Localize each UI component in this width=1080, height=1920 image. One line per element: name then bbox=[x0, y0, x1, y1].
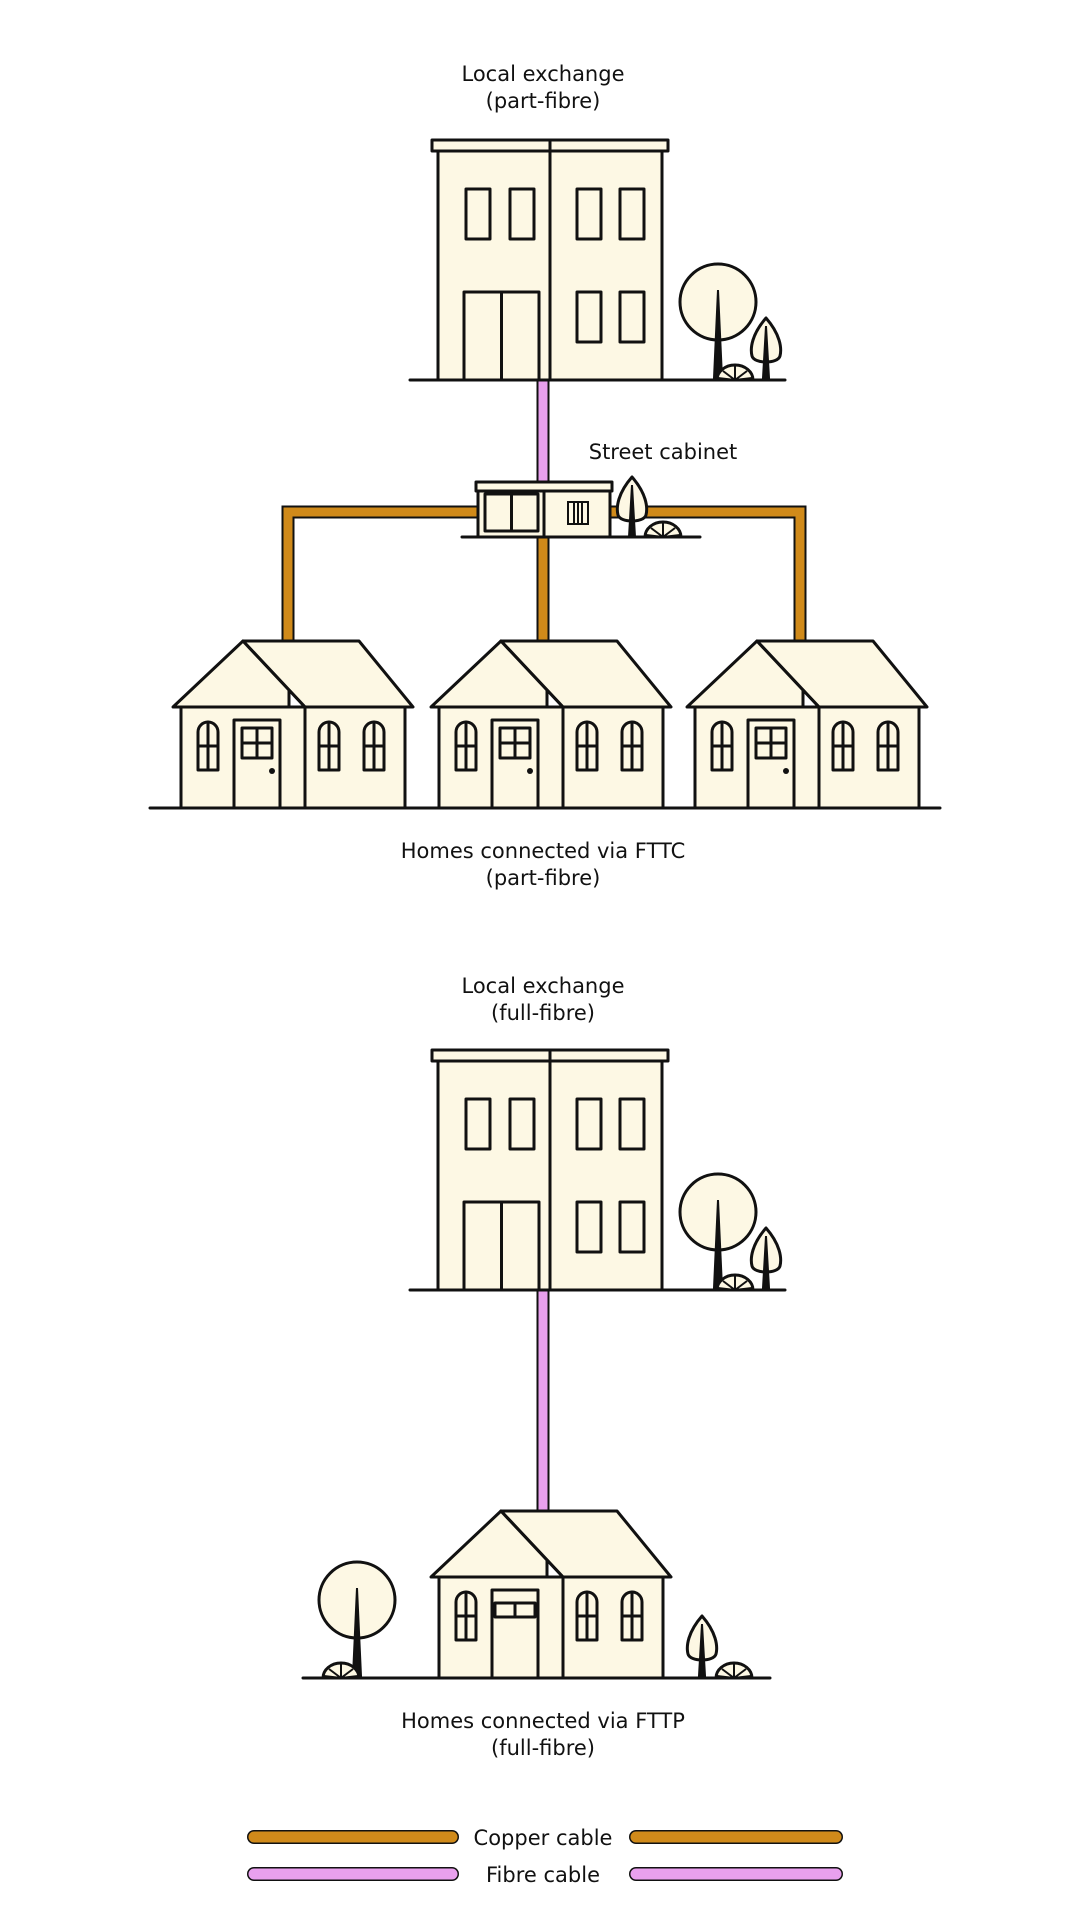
homes-label-fttp-line2: (full-fibre) bbox=[491, 1736, 595, 1760]
exchange-label-full-fibre-line1: Local exchange bbox=[462, 974, 625, 998]
house-icon bbox=[429, 1509, 673, 1680]
tree-icon bbox=[749, 1226, 783, 1290]
tree-icon bbox=[615, 475, 649, 539]
fttp-section: Local exchange (full-fibre) Homes connec… bbox=[301, 974, 787, 1760]
house-icon bbox=[429, 639, 673, 810]
fttc-section: Local exchange (part-fibre) Street cabin… bbox=[148, 62, 942, 890]
tree-icon bbox=[317, 1560, 397, 1678]
bush-icon bbox=[643, 520, 683, 539]
house-icon bbox=[171, 639, 415, 810]
street-cabinet-icon bbox=[460, 480, 702, 539]
house-icon bbox=[685, 639, 929, 810]
tree-icon bbox=[678, 262, 758, 380]
homes-label-fttc-line1: Homes connected via FTTC bbox=[401, 839, 686, 863]
copper-cables-top bbox=[281, 505, 807, 640]
legend-copper-label: Copper cable bbox=[474, 1826, 613, 1850]
legend: Copper cable Fibre cable bbox=[247, 1826, 843, 1887]
bush-icon bbox=[714, 1661, 754, 1680]
exchange-building-icon bbox=[408, 138, 787, 382]
exchange-label-part-fibre-line1: Local exchange bbox=[462, 62, 625, 86]
legend-fibre: Fibre cable bbox=[247, 1863, 843, 1887]
exchange-building-icon bbox=[408, 1048, 787, 1292]
homes-label-fttp-line1: Homes connected via FTTP bbox=[401, 1709, 685, 1733]
tree-icon bbox=[749, 316, 783, 380]
cable-outline bbox=[281, 505, 478, 640]
homes-label-fttc-line2: (part-fibre) bbox=[486, 866, 601, 890]
legend-fibre-label: Fibre cable bbox=[486, 1863, 600, 1887]
street-cabinet-label: Street cabinet bbox=[589, 440, 738, 464]
exchange-label-full-fibre-line2: (full-fibre) bbox=[491, 1001, 595, 1025]
exchange-label-part-fibre-line2: (part-fibre) bbox=[486, 89, 601, 113]
legend-copper: Copper cable bbox=[247, 1826, 843, 1850]
tree-icon bbox=[678, 1172, 758, 1290]
tree-icon bbox=[685, 1614, 719, 1678]
